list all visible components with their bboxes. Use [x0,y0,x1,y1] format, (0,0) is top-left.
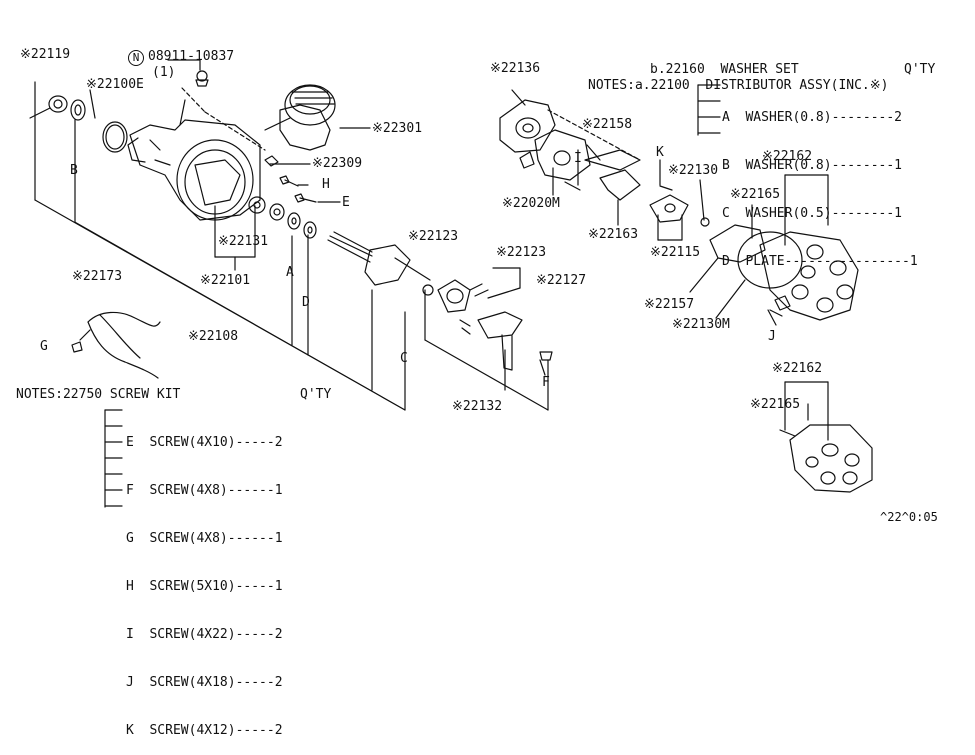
reluctor-part [649,185,710,227]
notes-bottom-qty-header: Q'TY [300,387,332,402]
label-22173: ※22173 [72,269,123,284]
notes-top-items: A WASHER(0.8)--------2 B WASHER(0.8)----… [722,78,918,286]
rotor-part [477,311,553,371]
distributor-cap [709,224,859,321]
label-22115: ※22115 [650,245,701,260]
shaft-part [327,231,434,296]
notes-top-item: B WASHER(0.8)--------1 [722,158,903,173]
notes-bottom-items: E SCREW(4X10)-----2 F SCREW(4X8)------1 … [126,403,283,755]
label-22165-b: ※22165 [750,397,801,412]
notes-bottom-item: E SCREW(4X10)-----2 [126,435,283,450]
callout-f: F [542,375,550,390]
notes-bottom-item: H SCREW(5X10)-----1 [126,579,283,594]
callout-c: C [400,351,408,366]
notes-bottom-item: I SCREW(4X22)-----2 [126,627,283,642]
vacuum-unit [264,84,336,151]
notes-top-item: D PLATE----------------1 [722,254,918,269]
label-22130: ※22130 [668,163,719,178]
callout-g: G [40,339,48,354]
label-22100e: ※22100E [86,77,144,92]
label-22132: ※22132 [452,399,503,414]
distributor-housing [127,70,266,221]
notes-bottom-item: G SCREW(4X8)------1 [126,531,283,546]
notes-top-line2: b.22160 WASHER SET [650,62,799,77]
screws-left [248,155,317,239]
leader-lines [34,59,829,508]
parts-diagram [29,59,873,508]
notes-top-line1: NOTES:a.22100 DISTRIBUTOR ASSY(INC.※) [588,78,889,93]
label-22165-a: ※22165 [730,187,781,202]
notes-top-qty-header: Q'TY [904,62,936,77]
notes-bottom-item: J SCREW(4X18)-----2 [126,675,283,690]
label-22020m: ※22020M [502,196,560,211]
label-22162-b: ※22162 [772,361,823,376]
notes-bottom-title: NOTES:22750 SCREW KIT [16,387,181,402]
label-22157: ※22157 [644,297,695,312]
label-22131: ※22131 [218,234,269,249]
callout-b: B [70,163,78,178]
label-22163: ※22163 [588,227,639,242]
callout-j: J [768,329,776,344]
callout-d: D [302,295,310,310]
governor-part [437,279,489,335]
label-22136: ※22136 [490,61,541,76]
pickup-part [519,129,641,201]
callout-k: K [656,145,664,160]
notes-top-item: C WASHER(0.5)--------1 [722,206,903,221]
callout-e: E [342,195,350,210]
callout-a: A [286,265,294,280]
label-22301: ※22301 [372,121,423,136]
label-bolt-circle: N [128,50,144,66]
callout-i: I [574,151,582,166]
label-22158: ※22158 [582,117,633,132]
notes-top: NOTES:a.22100 DISTRIBUTOR ASSY(INC.※) [588,46,888,110]
label-22123-b: ※22123 [496,245,547,260]
notes-bottom-item: K SCREW(4X12)-----2 [126,723,283,738]
label-22108: ※22108 [188,329,239,344]
clamp-part [29,95,86,121]
distributor-cap-alt [779,424,873,493]
label-22123-a: ※22123 [408,229,459,244]
label-22127: ※22127 [536,273,587,288]
label-22119: ※22119 [20,47,71,62]
notes-top-item: A WASHER(0.8)--------2 [722,110,903,125]
label-bolt-qty: (1) [152,65,176,80]
o-ring-part [102,121,128,153]
wire-harness [71,311,161,379]
notes-bottom-item: F SCREW(4X8)------1 [126,483,283,498]
label-22309: ※22309 [312,156,363,171]
label-bolt-code: 08911-10837 [148,49,235,64]
footer-code: ^22^0:05 [880,510,938,524]
label-22130m: ※22130M [672,317,730,332]
label-22101: ※22101 [200,273,251,288]
callout-h: H [322,177,330,192]
label-22162-a: ※22162 [762,149,813,164]
